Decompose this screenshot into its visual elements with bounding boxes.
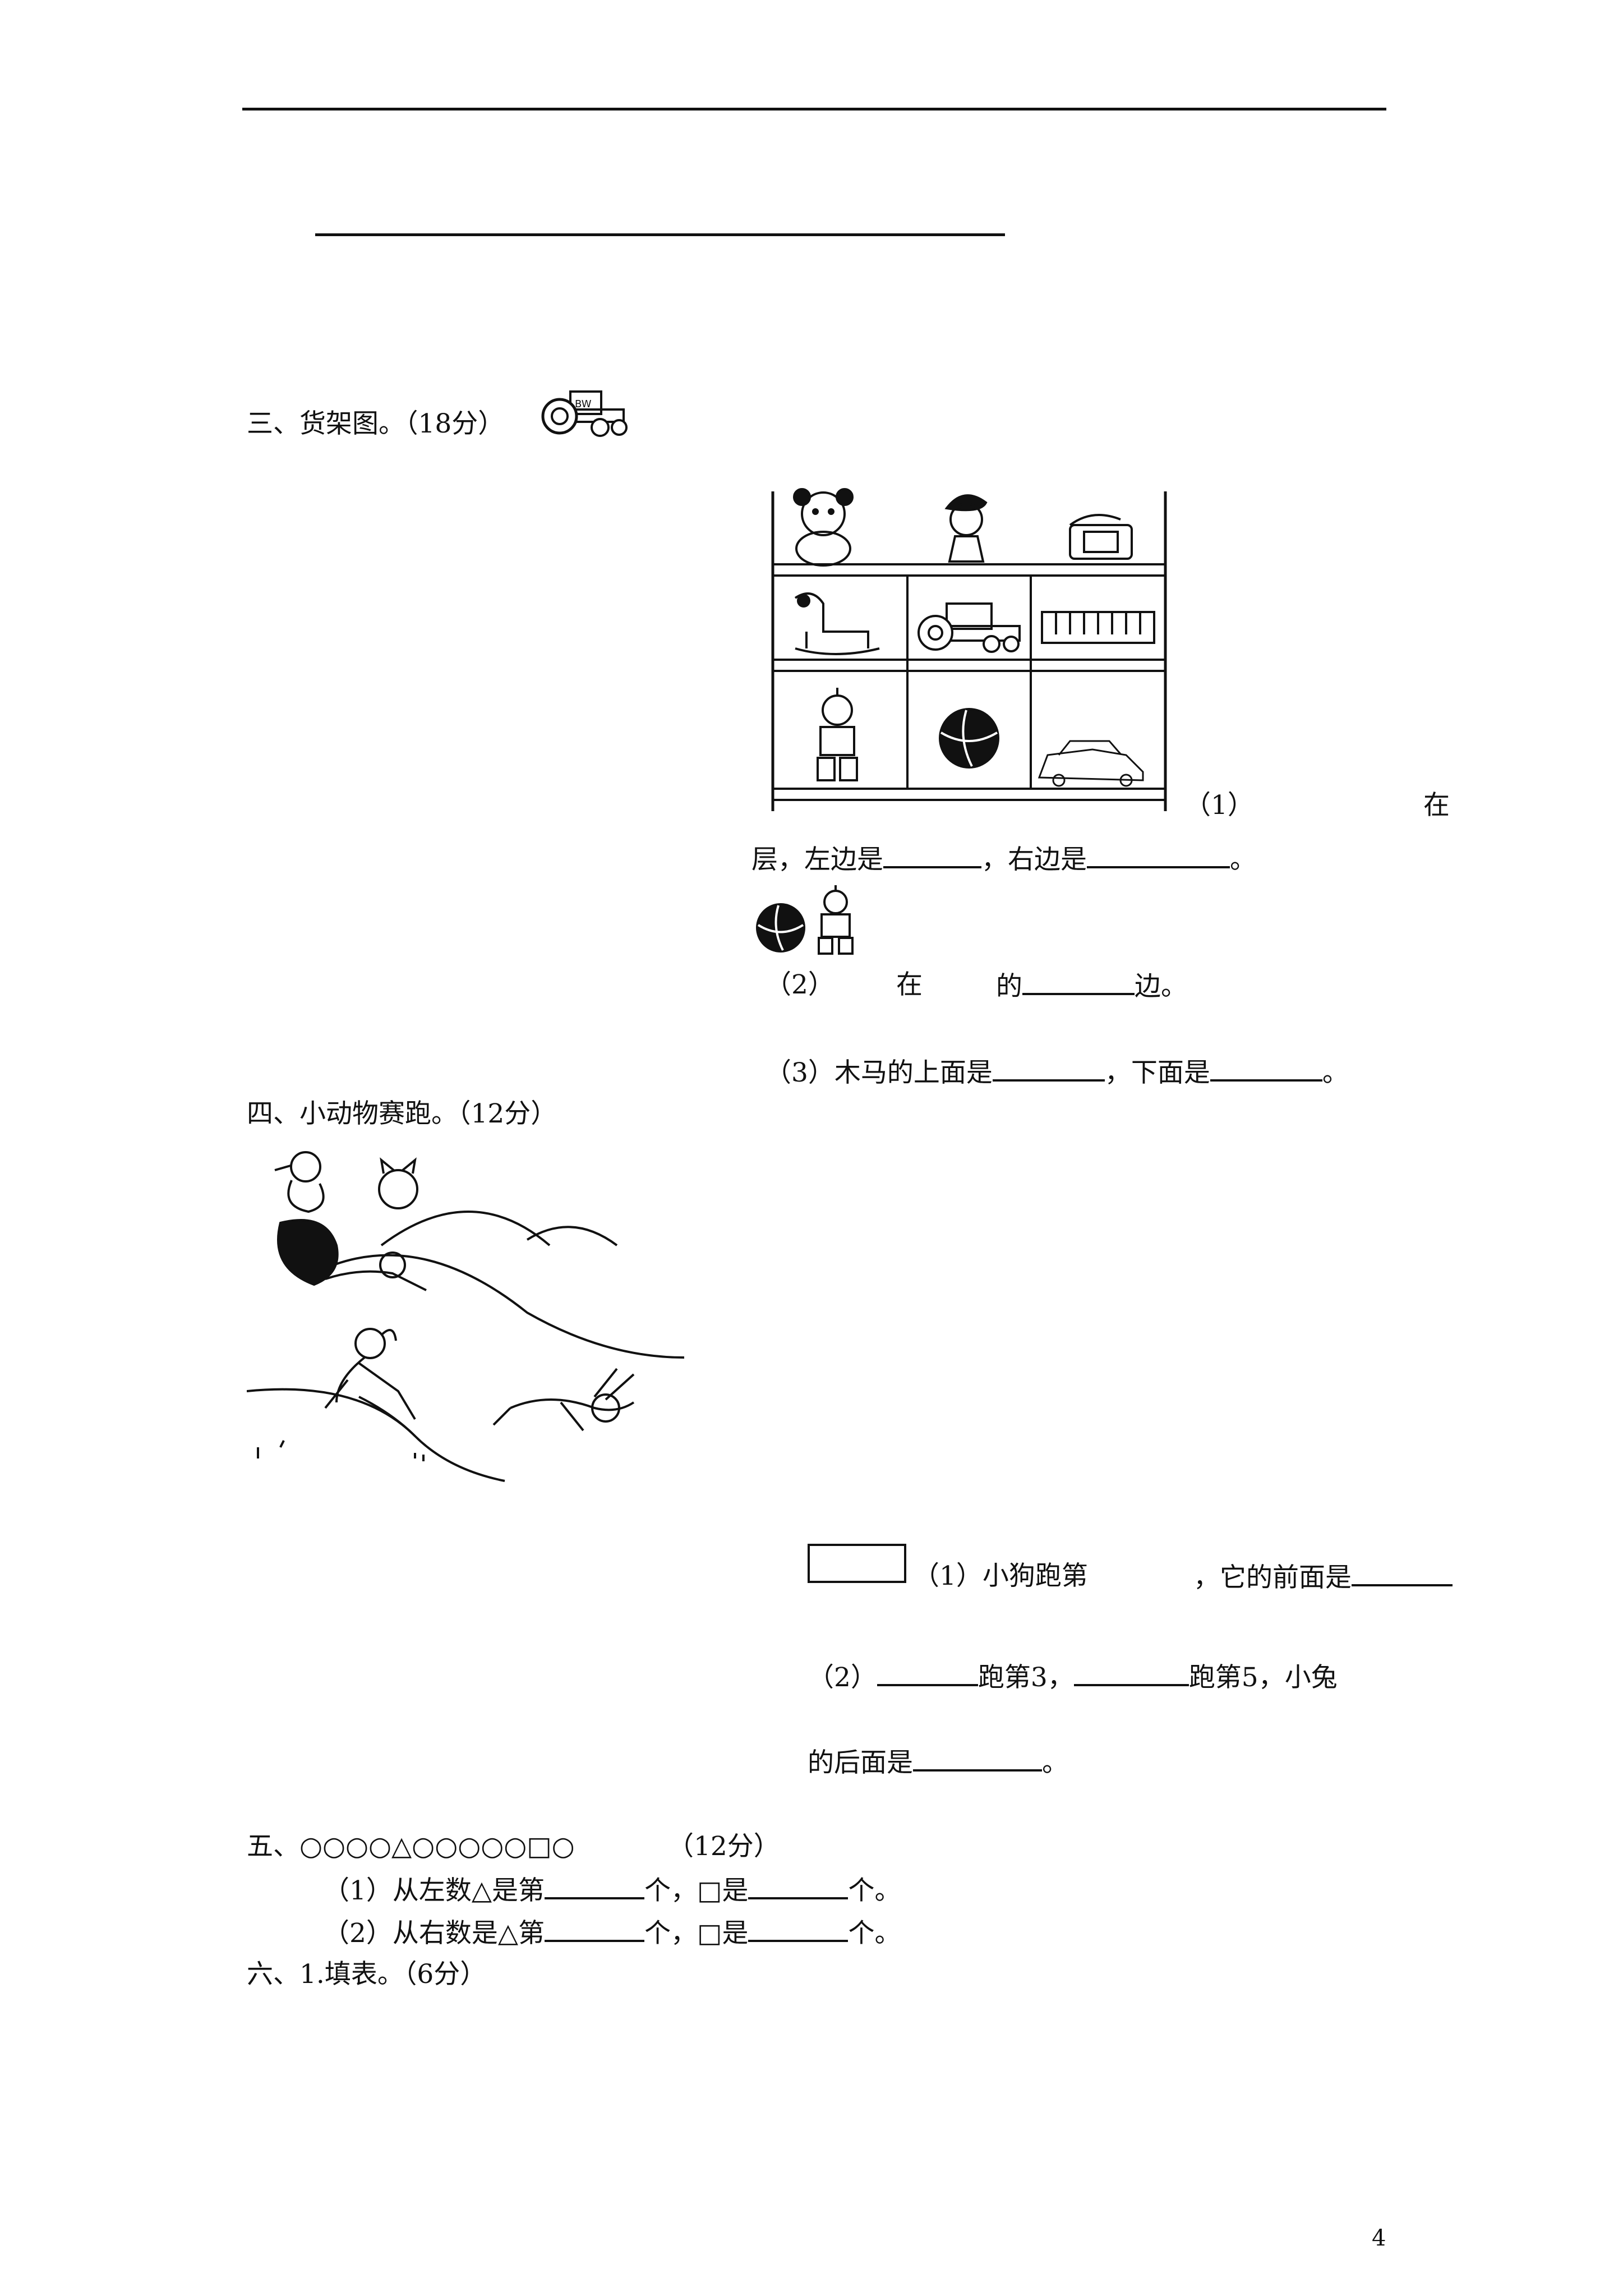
header-rule bbox=[242, 108, 1386, 111]
s4-q1-blank-front[interactable] bbox=[1352, 1559, 1453, 1586]
robot-icon bbox=[817, 688, 858, 781]
teddy-bear-icon bbox=[793, 488, 854, 567]
s5-q2-a: （2）从右数是△第 bbox=[323, 1918, 545, 1949]
s3-q2-number: （2） bbox=[765, 969, 834, 1000]
s3-q3-a: （3）木马的上面是 bbox=[765, 1057, 993, 1088]
s4-q2-a: （2） bbox=[808, 1662, 877, 1693]
shelf-illustration bbox=[756, 486, 1177, 822]
s3-q3-blank-above[interactable] bbox=[992, 1055, 1105, 1082]
s5-q2-blank-square[interactable] bbox=[748, 1915, 849, 1942]
robot-small-icon bbox=[818, 885, 854, 955]
ball-robot-icons bbox=[751, 883, 875, 956]
s3-q2-blank[interactable] bbox=[1022, 968, 1135, 995]
s4-q2-blank-fifth[interactable] bbox=[1073, 1659, 1189, 1686]
ball-small-icon bbox=[756, 903, 805, 953]
s3-q1-zai: 在 bbox=[1423, 790, 1450, 821]
s3-q1-line2: 层，左边是 ，右边是 。 bbox=[751, 841, 1256, 877]
s4-answer-box[interactable] bbox=[808, 1544, 906, 1583]
page-number: 4 bbox=[1372, 2225, 1386, 2251]
section3-heading: 三、货架图。（18分） bbox=[247, 408, 505, 439]
s4-q1-a: （1）小狗跑第 bbox=[913, 1561, 1088, 1591]
s4-q2-line2: 的后面是 。 bbox=[808, 1745, 1068, 1780]
s3-q1-blank-left[interactable] bbox=[883, 841, 981, 868]
s5-q1-line: （1）从左数△是第 个，□是 个。 bbox=[323, 1872, 901, 1908]
s4-q1-b-line: ，它的前面是 bbox=[1193, 1559, 1453, 1595]
s3-q1-line2b: ，右边是 bbox=[981, 844, 1087, 875]
s5-q1-b: 个，□是 bbox=[644, 1875, 749, 1906]
tractor-toy-icon bbox=[917, 602, 1021, 653]
s3-q3-end: 。 bbox=[1322, 1057, 1349, 1088]
s5-q1-a: （1）从左数△是第 bbox=[323, 1875, 545, 1906]
duck-icon bbox=[274, 1151, 325, 1213]
basketball-icon bbox=[939, 708, 999, 769]
s3-q2-end: 边。 bbox=[1135, 971, 1187, 1002]
cat-icon bbox=[378, 1157, 418, 1209]
section4-heading: 四、小动物赛跑。（12分） bbox=[247, 1098, 557, 1129]
s4-q2-blank-behind[interactable] bbox=[913, 1745, 1042, 1772]
animal-race-illustration bbox=[247, 1144, 690, 1492]
s4-q2-blank-third[interactable] bbox=[877, 1659, 978, 1686]
s4-q2-c: 跑第5，小兔 bbox=[1188, 1662, 1338, 1693]
section5-heading: 五、○○○○△○○○○○□○ bbox=[247, 1831, 575, 1862]
s3-q2-zai: 在 bbox=[896, 969, 923, 1000]
s3-q1-end: 。 bbox=[1230, 844, 1256, 875]
s4-q2-b: 跑第3， bbox=[978, 1662, 1074, 1693]
answer-line-top bbox=[315, 233, 1005, 236]
tractor-label: BW bbox=[575, 398, 592, 410]
s5-q1-blank-square[interactable] bbox=[748, 1872, 849, 1899]
s3-q3-blank-below[interactable] bbox=[1210, 1055, 1322, 1082]
s4-q2-line: （2） 跑第3， 跑第5，小兔 bbox=[808, 1659, 1338, 1695]
section5-score: （12分） bbox=[667, 1831, 780, 1862]
telephone-icon bbox=[1069, 514, 1133, 560]
s5-q2-blank-triangle[interactable] bbox=[545, 1915, 645, 1942]
s3-q3-line: （3）木马的上面是 ，下面是 。 bbox=[765, 1055, 1349, 1090]
s3-q2-de-line: 的 边。 bbox=[996, 968, 1187, 1004]
s5-q1-blank-triangle[interactable] bbox=[545, 1872, 645, 1899]
rabbit-icon bbox=[492, 1368, 635, 1432]
dog-icon bbox=[324, 1328, 416, 1420]
car-icon bbox=[1038, 740, 1144, 787]
s3-q3-b: ，下面是 bbox=[1104, 1057, 1210, 1088]
doll-icon bbox=[944, 494, 988, 563]
s5-q2-b: 个，□是 bbox=[644, 1918, 749, 1949]
keyboard-toy-icon bbox=[1041, 611, 1155, 644]
s3-q1-line2a: 层，左边是 bbox=[751, 844, 883, 875]
s3-q1-number: （1） bbox=[1184, 790, 1254, 821]
s5-q2-end: 个。 bbox=[848, 1918, 901, 1949]
s4-q2-end: 。 bbox=[1042, 1747, 1068, 1778]
s5-q2-line: （2）从右数是△第 个，□是 个。 bbox=[323, 1915, 901, 1950]
s3-q1-blank-right[interactable] bbox=[1087, 841, 1230, 868]
tractor-icon: BW bbox=[540, 387, 629, 438]
s3-q2-de: 的 bbox=[996, 971, 1022, 1002]
rocking-horse-icon bbox=[794, 592, 880, 655]
s4-q2-line2-text: 的后面是 bbox=[808, 1747, 913, 1778]
section6-heading: 六、1.填表。（6分） bbox=[247, 1959, 487, 1990]
squirrel-icon bbox=[277, 1219, 427, 1291]
s5-q1-end: 个。 bbox=[848, 1875, 901, 1906]
s4-q1-b: ，它的前面是 bbox=[1193, 1562, 1352, 1593]
